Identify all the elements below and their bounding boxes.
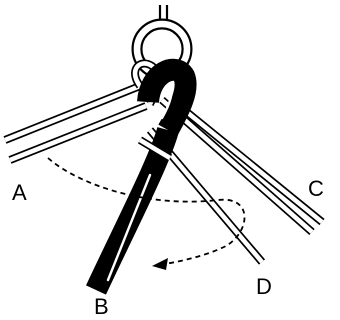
cord-b	[96, 70, 186, 290]
label-a: A	[12, 180, 27, 205]
cord-c	[162, 100, 322, 232]
label-c: C	[308, 176, 324, 201]
arrowhead-icon	[152, 258, 168, 270]
label-d: D	[256, 274, 272, 299]
cord-a	[5, 86, 146, 160]
label-b: B	[94, 294, 109, 319]
